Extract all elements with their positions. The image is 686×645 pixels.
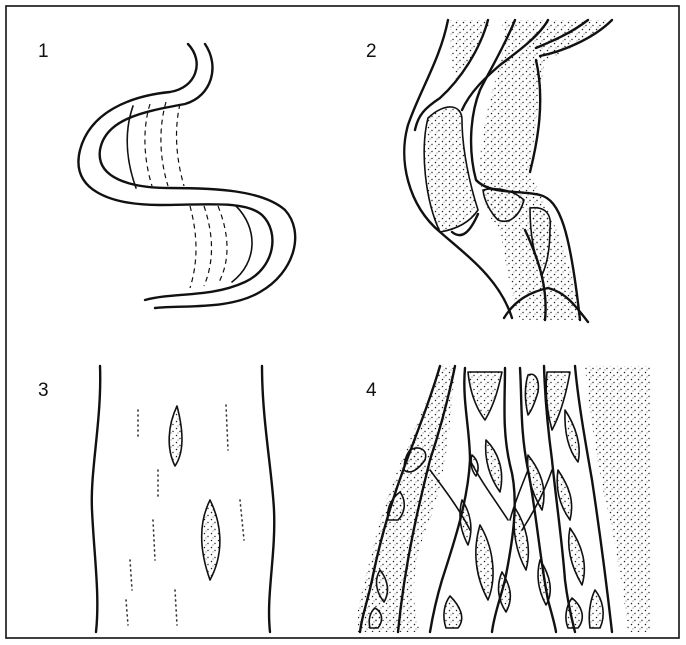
panel-1-accretion-line [218,206,227,284]
panel-3-straight-channel: 3 [38,366,274,632]
panel-3-dotted-line [240,500,244,540]
panel-1-meandering-channel: 1 [38,41,295,308]
panel-2-wandering-channel: 2 [366,20,612,322]
panel-3-dotted-line [130,560,132,590]
panel-1-inner-bank [100,44,296,308]
panel-4-braid-bar [525,374,538,415]
panel-4-braid-bar [476,525,493,600]
panel-3-label: 3 [38,380,49,401]
panel-1-point-bar-b [232,206,252,282]
panel-3-mid-channel-bar [169,406,182,466]
panel-3-mid-channel-bar [202,500,220,580]
panel-3-dotted-line [175,590,177,625]
panel-4-braid-bar [514,508,528,570]
panel-1-accretion-line [145,104,152,186]
panel-4-braid-bar [486,440,502,492]
panel-3-dotted-line [126,600,128,625]
panel-3-right-bank [262,366,274,632]
panel-4-braid-bar [468,372,502,420]
panel-4-braid-bar [557,470,572,520]
panel-4-stippled-bank-left [358,366,455,632]
panel-3-left-bank [92,366,100,632]
panel-4-braid-bar [444,596,462,628]
panel-4-braid-bar [589,590,603,628]
panel-1-accretion-line [161,102,168,186]
panel-4-braid-bar [565,410,579,462]
panel-2-label: 2 [366,41,377,62]
panel-3-dotted-line [226,405,228,450]
panel-4-label: 4 [366,380,377,401]
panel-4-braid-bar [569,528,585,585]
panel-1-accretion-line [177,104,184,186]
panel-3-dotted-line [153,520,155,560]
panel-1-label: 1 [38,41,49,62]
panel-1-accretion-line [190,206,196,288]
panel-2-bar [424,107,478,232]
panel-1-accretion-line [204,206,212,286]
panel-4-braided-channel: 4 [358,366,650,632]
